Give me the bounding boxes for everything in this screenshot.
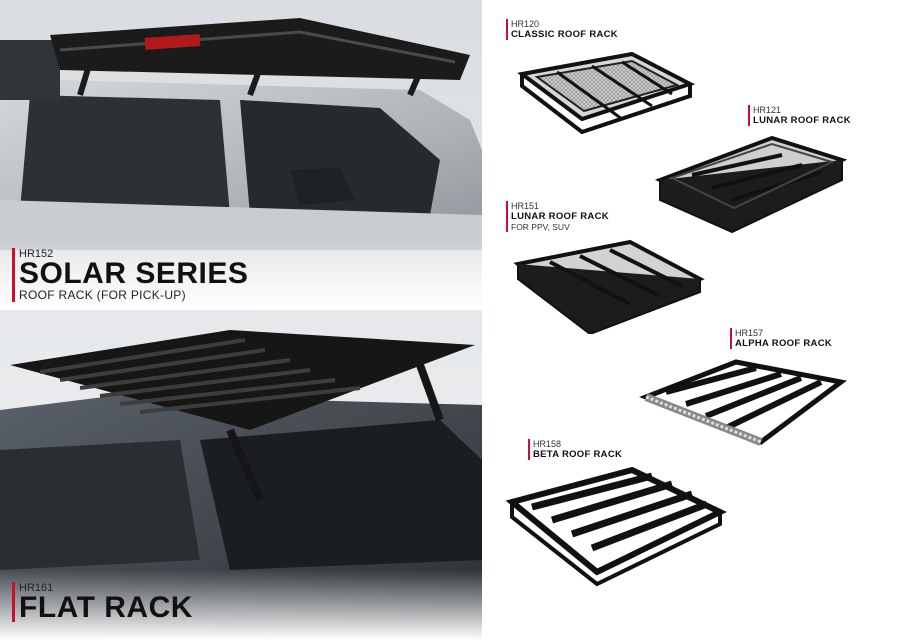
hero-bottom-label: HR161 FLAT RACK (12, 582, 193, 624)
product-name: ALPHA ROOF RACK (735, 338, 833, 349)
product-name: LUNAR ROOF RACK (753, 115, 851, 126)
hero-top-name: SOLAR SERIES (19, 257, 249, 290)
product-name: CLASSIC ROOF RACK (511, 29, 618, 40)
product-name: BETA ROOF RACK (533, 449, 623, 460)
product-item-hr158: HR158 BETA ROOF RACK (528, 439, 622, 460)
silver-pickup-photo (0, 18, 482, 250)
product-item-hr120: HR120 CLASSIC ROOF RACK (506, 19, 697, 139)
product-subtitle: FOR PPV, SUV (511, 222, 570, 232)
beta-rack-image (505, 466, 727, 587)
product-name: LUNAR ROOF RACK (511, 211, 609, 222)
product-item-hr157: HR157 ALPHA ROOF RACK (730, 328, 832, 349)
hero-top-label: HR152 SOLAR SERIES ROOF RACK (FOR PICK-U… (12, 248, 248, 302)
hero-bottom-name: FLAT RACK (19, 591, 193, 624)
hero-photos (0, 0, 482, 640)
product-code: HR157 (735, 328, 764, 338)
hero-top-code: HR152 (19, 248, 54, 260)
lunar-rack-image (654, 135, 847, 234)
hero-bottom-code: HR161 (19, 582, 54, 594)
product-code: HR158 (533, 439, 562, 449)
alpha-rack-image (639, 359, 848, 446)
classic-rack-image (517, 51, 696, 135)
hero-photo-panel: HR152 SOLAR SERIES ROOF RACK (FOR PICK-U… (0, 0, 482, 640)
hero-top-subtitle: ROOF RACK (FOR PICK-UP) (19, 288, 186, 302)
product-code: HR120 (511, 19, 540, 29)
product-code: HR151 (511, 201, 540, 211)
product-item-hr151: HR151 LUNAR ROOF RACK FOR PPV, SUV (506, 201, 705, 334)
product-code: HR121 (753, 105, 782, 115)
lunar-ppv-rack-image (513, 239, 705, 334)
dark-pickup-photo (0, 330, 482, 640)
product-item-hr121: HR121 LUNAR ROOF RACK (748, 105, 851, 126)
